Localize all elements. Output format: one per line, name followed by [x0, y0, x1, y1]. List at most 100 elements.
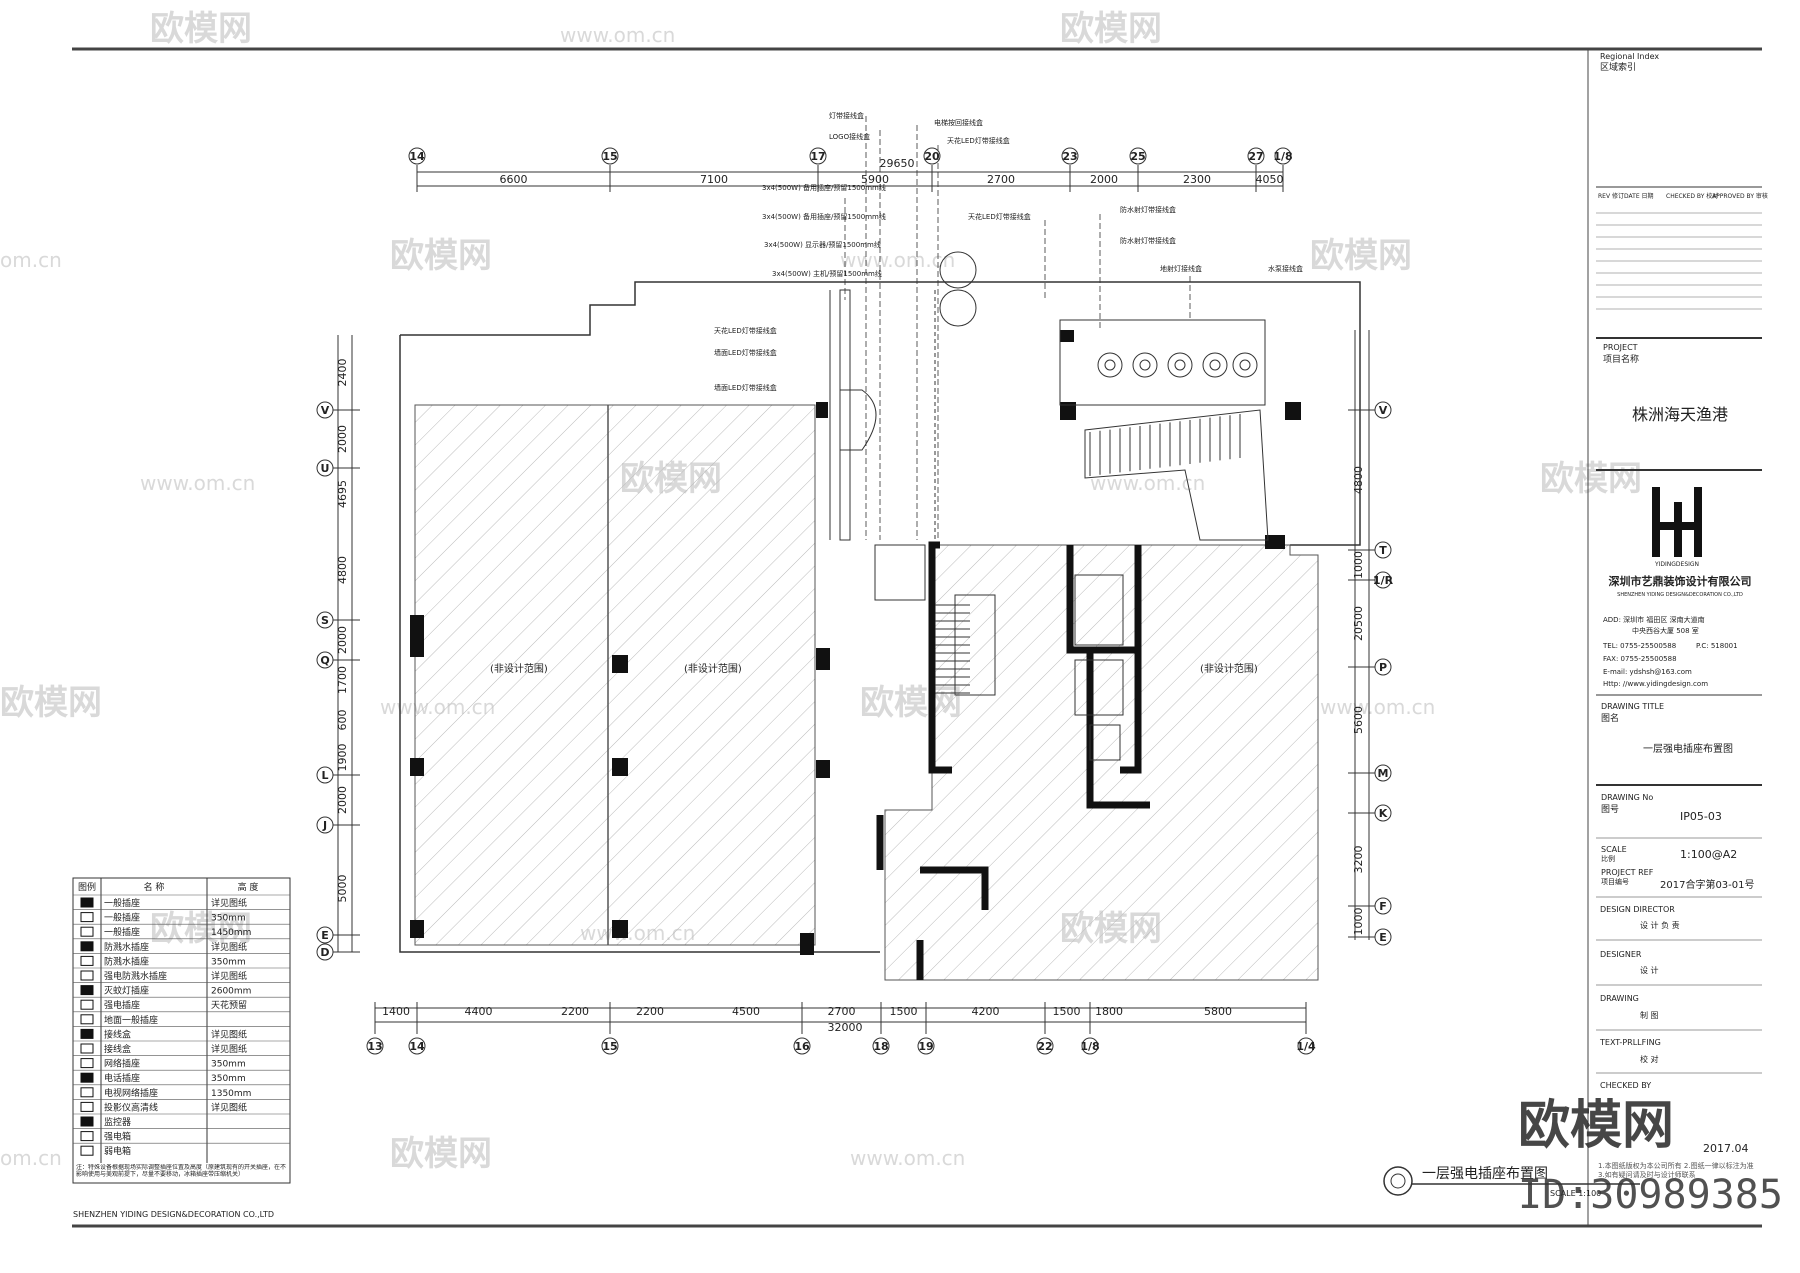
watermark-text: 欧模网	[1540, 459, 1642, 499]
proof-label-cn: 校 对	[1640, 1054, 1659, 1064]
axis-label-right: F	[1379, 900, 1387, 913]
dimension-top: 2300	[1183, 173, 1211, 186]
company-address-2: 中央西谷大厦 508 室	[1632, 626, 1699, 635]
non-design-zone-left	[414, 404, 816, 946]
regional-index-en: Regional Index	[1600, 52, 1659, 61]
company-name-cn: 深圳市艺鼎装饰设计有限公司	[1609, 574, 1752, 588]
project-label-cn: 项目名称	[1603, 353, 1639, 365]
legend-header: 名 称	[144, 881, 165, 893]
legend-symbol-icon	[80, 1087, 94, 1098]
legend-symbol-icon	[80, 1028, 94, 1039]
dimension-right: 20500	[1352, 606, 1365, 641]
legend-item-name: 弱电箱	[104, 1145, 131, 1157]
dimension-left: 2000	[336, 626, 349, 654]
dimension-left: 5000	[336, 875, 349, 903]
legend-symbol-icon	[80, 1131, 94, 1142]
callout-label: 3x4(500W) 显示器/预留1500mm线	[764, 240, 881, 249]
axis-label-left: D	[320, 946, 329, 959]
axis-label-bottom: 1/4	[1296, 1040, 1316, 1053]
axis-label-left: V	[321, 404, 330, 417]
watermark-text: 欧模网	[150, 909, 252, 949]
legend-item-height: 350mm	[211, 914, 246, 924]
legend-item-name: 防溅水插座	[104, 955, 149, 967]
legend-symbol-icon	[80, 985, 94, 996]
dimension-bottom: 2700	[828, 1005, 856, 1018]
company-tel: TEL: 0755-25500588	[1602, 642, 1676, 650]
axis-label-left: U	[321, 462, 330, 475]
legend-symbol-icon	[80, 1043, 94, 1054]
legend-item-name: 网络插座	[104, 1058, 140, 1070]
company-pc: P.C: 518001	[1696, 642, 1738, 650]
rev-header: DATE 日期	[1624, 192, 1654, 200]
legend-item-height: 350mm	[211, 957, 246, 967]
zone-label: (非设计范围)	[490, 662, 548, 675]
legend-item-height: 350mm	[211, 1060, 246, 1070]
axis-label-left: L	[321, 769, 328, 782]
company-fax: FAX: 0755-25500588	[1603, 655, 1677, 663]
axis-label-top: 20	[924, 150, 940, 163]
legend-item-height: 2600mm	[211, 987, 251, 997]
callout-label: 天花LED灯带接线盒	[947, 136, 1010, 145]
legend-symbol-icon	[80, 926, 94, 937]
dimension-left: 2400	[336, 359, 349, 387]
axis-label-top: 1/8	[1273, 150, 1292, 163]
scale-label-en: SCALE	[1601, 845, 1627, 854]
axis-label-right: K	[1379, 807, 1388, 820]
watermark-text: www.om.cn	[840, 248, 955, 272]
watermark-text: 欧模网	[1310, 236, 1412, 276]
axis-label-bottom: 13	[367, 1040, 382, 1053]
callout-label: 地射灯接线盒	[1160, 264, 1202, 273]
legend-symbol-icon	[80, 1072, 94, 1083]
dimension-left: 1700	[336, 666, 349, 694]
callout-label: 灯带接线盒	[829, 111, 864, 120]
legend-item-name: 防溅水插座	[104, 941, 149, 953]
legend-item-height: 详见图纸	[211, 970, 247, 982]
drawing-by-label-en: DRAWING	[1600, 994, 1639, 1003]
callout-label: 防水射灯带接线盒	[1120, 236, 1176, 245]
axis-label-bottom: 1/8	[1080, 1040, 1099, 1053]
bottom-total-dimension: 32000	[828, 1021, 863, 1034]
proof-label-en: TEXT-PRLLFING	[1599, 1038, 1661, 1047]
dimension-left: 2000	[336, 786, 349, 814]
scale-value: 1:100@A2	[1680, 848, 1737, 861]
axis-label-left: Q	[320, 654, 329, 667]
drawing-date: 2017.04	[1703, 1142, 1749, 1155]
axis-label-bottom: 19	[918, 1040, 933, 1053]
legend-item-height: 详见图纸	[211, 1101, 247, 1113]
left-dimension-chain: VUSQLJED24002000469548002000170060019002…	[316, 335, 360, 961]
axis-label-bottom: 22	[1037, 1040, 1052, 1053]
dimension-left: 4800	[336, 556, 349, 584]
legend-item-height: 详见图纸	[211, 897, 247, 909]
legend-symbol-icon	[80, 999, 94, 1010]
drawing-title-mark: 一层强电插座布置图 SCALE 1:100	[1383, 1166, 1640, 1198]
callout-label: 天花LED灯带接线盒	[714, 326, 777, 335]
callout-label: LOGO接线盒	[829, 132, 870, 141]
designer-label-en: DESIGNER	[1600, 950, 1642, 959]
bottom-drawing-title: 一层强电插座布置图	[1422, 1166, 1548, 1182]
rev-header: APPROVED BY 审核	[1712, 192, 1768, 200]
stair-and-elevator	[829, 251, 1269, 761]
titleblock-notes: 1.本图纸版权为本公司所有 2.图纸一律以标注为准 3.如有疑问请及时与设计师联…	[1598, 1162, 1754, 1179]
legend-item-height: 350mm	[211, 1074, 246, 1084]
non-design-zone-right	[884, 544, 1319, 981]
callout-label: 电梯按回接线盒	[934, 118, 983, 127]
legend-item-name: 投影仪高清线	[104, 1101, 158, 1113]
zone-label: (非设计范围)	[684, 662, 742, 675]
drawing-no: IP05-03	[1680, 810, 1722, 823]
watermark-text: om.cn	[0, 248, 62, 272]
legend-item-name: 电话插座	[104, 1072, 140, 1084]
project-name: 株洲海天渔港	[1632, 405, 1728, 424]
legend-symbol-icon	[80, 1058, 94, 1069]
regional-index-cn: 区域索引	[1600, 61, 1636, 73]
director-label-cn: 设 计 负 责	[1640, 920, 1680, 930]
dimension-top: 2000	[1090, 173, 1118, 186]
designer-label-cn: 设 计	[1640, 965, 1659, 975]
dimension-bottom: 2200	[636, 1005, 664, 1018]
callout-label: 3x4(500W) 主机/预留1500mm线	[772, 269, 882, 278]
watermark-stamp-id: ID:30989385	[1518, 1172, 1783, 1218]
project-ref: 2017合字第03-01号	[1660, 878, 1755, 891]
